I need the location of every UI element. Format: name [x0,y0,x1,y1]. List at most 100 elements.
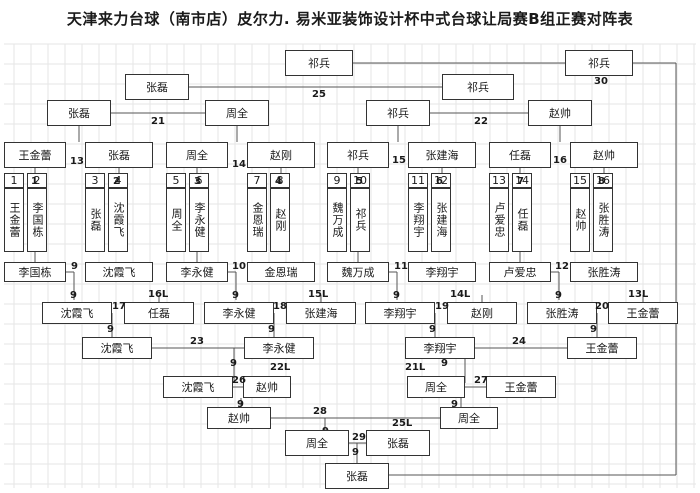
win-count: 9 [237,399,244,410]
winners-r3-slot: 周全 [205,100,269,126]
seed-number: 2 [27,173,47,188]
player-name: 任磊 [512,188,532,252]
match-number: 21 [151,116,165,127]
win-count: 9 [268,324,275,335]
match-number: 13 [70,156,84,167]
match-number: 9 [71,261,78,272]
win-count: 9 [232,290,239,301]
player-name: 金恩瑞 [247,188,267,252]
losers-r2-slot: 张建海 [286,302,356,324]
winners-r2-slot: 赵刚 [247,142,315,168]
match-number: 4 [275,176,282,187]
seed-number: 12 [431,173,451,188]
match-number: 25 [312,89,326,100]
win-count: 9 [441,358,448,369]
losers-r6-slot: 周全 [285,430,349,456]
losers-r4-slot: 沈霞飞 [163,376,233,398]
winners-final-slot: 祁兵 [285,50,353,76]
losers-r1-slot: 沈霞飞 [85,262,153,282]
winners-r2-slot: 祁兵 [327,142,389,168]
win-count: 9 [352,447,359,458]
winners-r2-slot: 周全 [166,142,228,168]
seed-number: 16 [593,173,613,188]
seed-number: 3 [85,173,105,188]
winners-r2-slot: 张磊 [85,142,153,168]
losers-r3-slot: 李永健 [244,337,314,359]
losers-r5-slot: 周全 [440,407,498,429]
winners-r2-slot: 王金蕾 [4,142,66,168]
win-count: 9 [107,324,114,335]
match-number: 7 [517,176,524,187]
player-name: 赵帅 [570,188,590,252]
player-name: 张建海 [431,188,451,252]
seed-number: 1 [4,173,24,188]
seed-number: 13 [489,173,509,188]
seed-number: 15 [570,173,590,188]
match-number: 26 [232,375,246,386]
drop-in-label: 16L [148,289,169,300]
player-name: 魏万成 [327,188,347,252]
player-name: 赵刚 [270,188,290,252]
win-count: 9 [451,399,458,410]
match-number: 8 [598,176,605,187]
match-number: 1 [31,176,38,187]
winners-final-slot: 祁兵 [565,50,633,76]
losers-r3-slot: 王金蕾 [567,337,637,359]
losers-r2-slot: 李翔宇 [365,302,435,324]
match-number: 19 [435,301,449,312]
winners-r2-slot: 张建海 [408,142,476,168]
player-name: 祁兵 [350,188,370,252]
player-name: 卢爱忠 [489,188,509,252]
seed-number: 10 [350,173,370,188]
losers-r2-slot: 任磊 [124,302,194,324]
win-count: 9 [555,290,562,301]
drop-in-label: 21L [405,362,426,373]
player-name: 张磊 [85,188,105,252]
seed-number: 5 [166,173,186,188]
match-number: 27 [474,375,488,386]
win-count: 9 [230,358,237,369]
player-name: 周全 [166,188,186,252]
winners-r2-slot: 赵帅 [570,142,638,168]
seed-number: 9 [327,173,347,188]
match-number: 20 [595,301,609,312]
seed-number: 11 [408,173,428,188]
seed-number: 6 [189,173,209,188]
winners-r3-slot: 祁兵 [366,100,430,126]
match-number: 18 [273,301,287,312]
match-number: 24 [512,336,526,347]
losers-r1-slot: 李永健 [166,262,228,282]
player-name: 沈霞飞 [108,188,128,252]
winners-r2-slot: 任磊 [489,142,551,168]
seed-number: 8 [270,173,290,188]
match-number: 15 [392,155,406,166]
seed-number: 4 [108,173,128,188]
losers-r4-slot: 王金蕾 [486,376,556,398]
match-number: 14 [232,159,246,170]
losers-r6-slot: 张磊 [366,430,430,456]
losers-r2-slot: 李永健 [204,302,274,324]
losers-r3-slot: 沈霞飞 [82,337,152,359]
player-name: 李永健 [189,188,209,252]
win-count: 9 [429,324,436,335]
bracket-title: 天津来力台球（南市店）皮尔力. 易米亚装饰设计杯中式台球让局赛B组正赛对阵表 [66,10,634,28]
player-name: 李翔宇 [408,188,428,252]
seed-number: 7 [247,173,267,188]
seed-number: 14 [512,173,532,188]
losers-r4-slot: 周全 [407,376,465,398]
match-number: 22 [474,116,488,127]
winners-r3-slot: 张磊 [47,100,111,126]
drop-in-label: 15L [308,289,329,300]
match-number: 29 [352,432,366,443]
losers-r5-slot: 赵帅 [207,407,271,429]
match-number: 11 [394,261,408,272]
losers-r4-slot: 赵帅 [243,376,291,398]
winners-r3-slot: 赵帅 [528,100,592,126]
losers-r2-slot: 沈霞飞 [42,302,112,324]
losers-r2-slot: 赵刚 [447,302,517,324]
losers-r3-slot: 李翔宇 [405,337,475,359]
match-number: 10 [232,261,246,272]
player-name: 李国栋 [27,188,47,252]
losers-r1-slot: 李国栋 [4,262,66,282]
